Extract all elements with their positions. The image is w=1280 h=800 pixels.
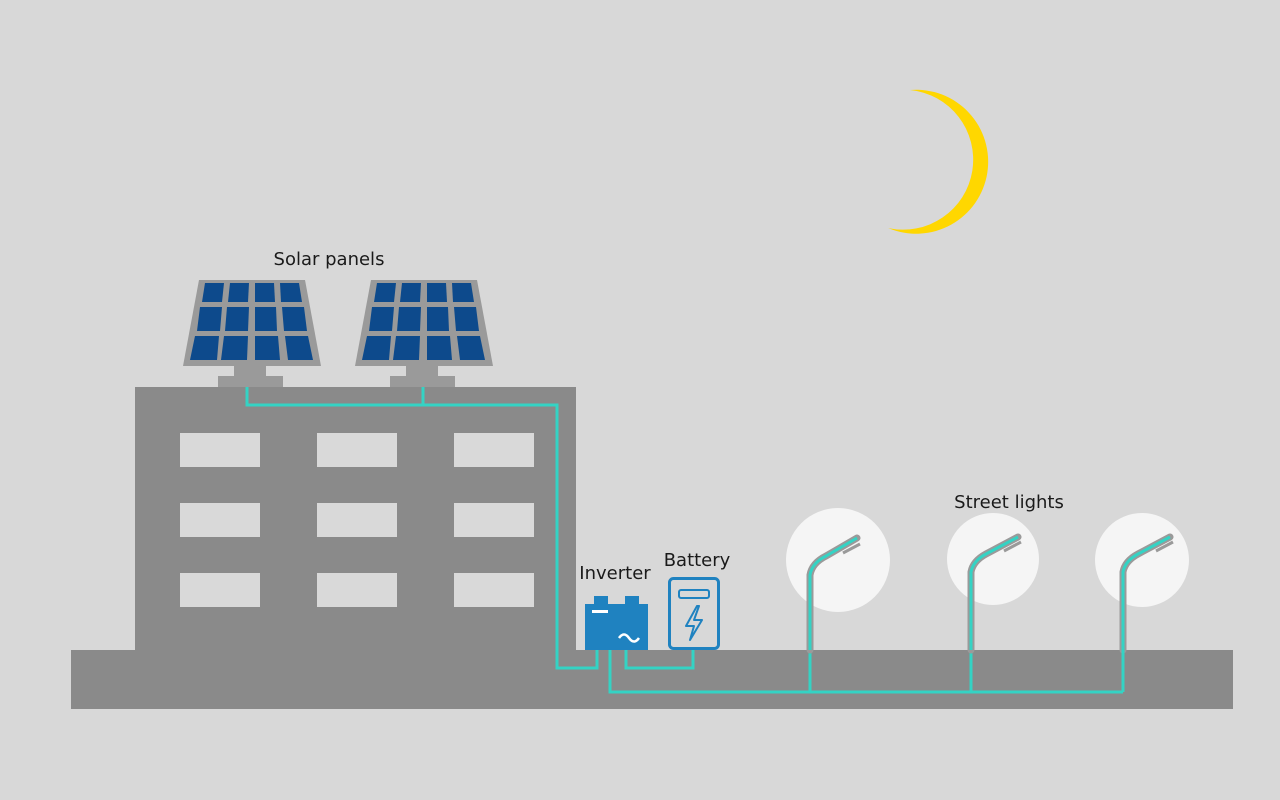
battery-label: Battery <box>664 550 731 571</box>
battery-icon <box>668 577 720 650</box>
window <box>317 503 397 537</box>
window <box>180 503 260 537</box>
window <box>180 573 260 607</box>
solar-panel-icon <box>355 280 493 387</box>
window <box>180 433 260 467</box>
window <box>317 573 397 607</box>
window <box>317 433 397 467</box>
wiring <box>245 387 1123 694</box>
building-windows <box>180 433 534 607</box>
street-light-icon <box>1095 513 1189 654</box>
street-light-icon <box>786 508 890 654</box>
inverter-label: Inverter <box>579 563 651 584</box>
ground <box>71 650 1233 709</box>
crescent-moon-icon <box>888 89 989 234</box>
window <box>454 433 534 467</box>
window <box>454 503 534 537</box>
solar-panels-label: Solar panels <box>274 249 385 270</box>
solar-panel-icon <box>183 280 321 387</box>
inverter-icon <box>585 596 648 650</box>
street-light-icon <box>947 513 1039 654</box>
street-lights-label: Street lights <box>954 492 1064 513</box>
window <box>454 573 534 607</box>
